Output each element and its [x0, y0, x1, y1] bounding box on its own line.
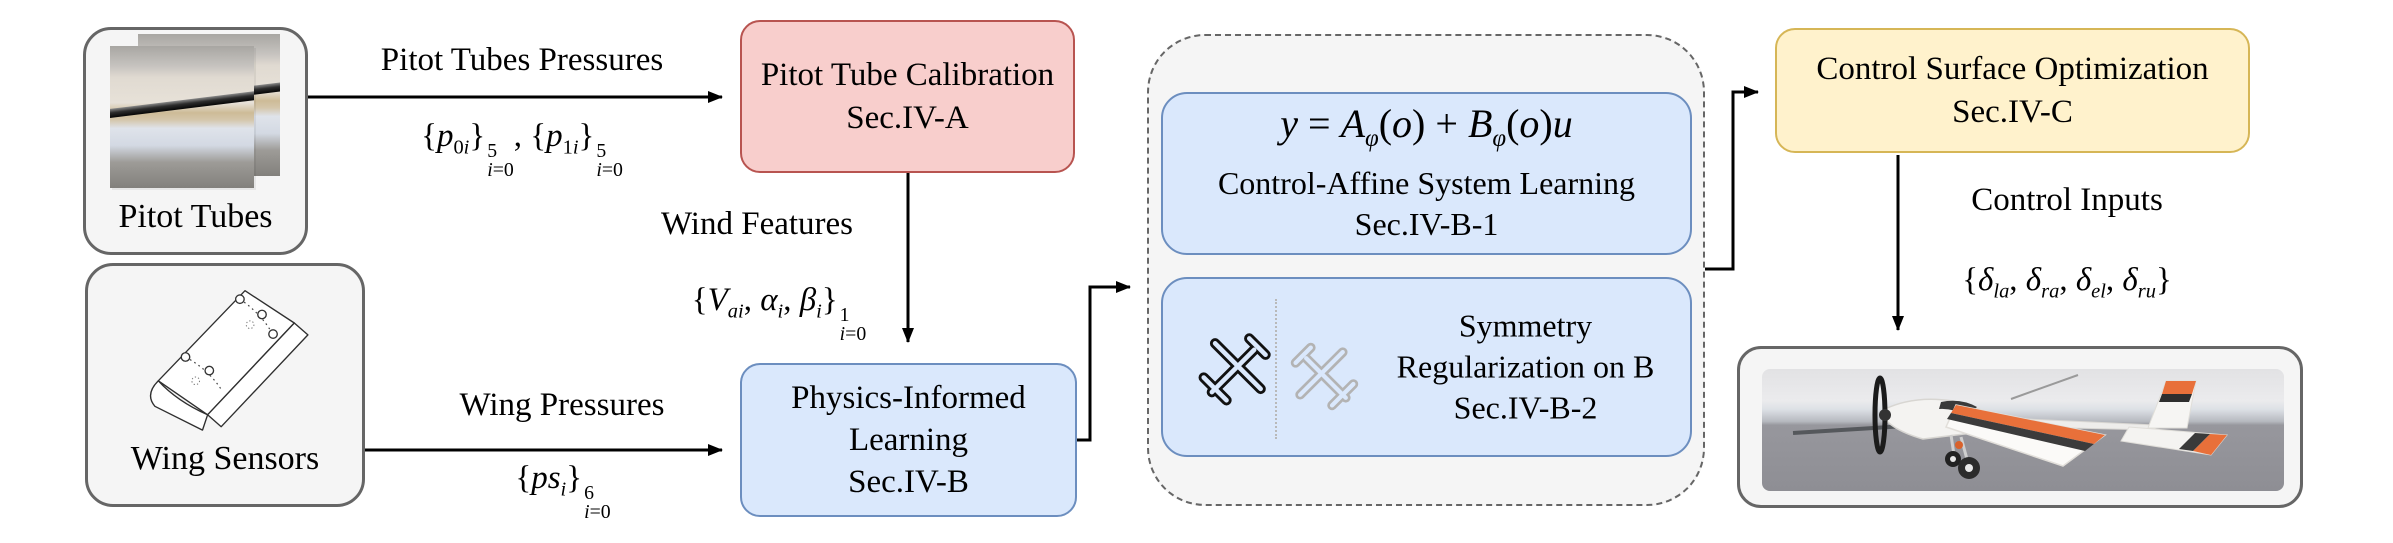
- control-opt-section: Sec.IV-C: [1952, 93, 2073, 130]
- control-affine-equation: y = Aφ(o) + Bφ(o)u: [1280, 101, 1573, 153]
- node-symmetry-regularization: Symmetry Regularization on B Sec.IV-B-2: [1161, 277, 1692, 457]
- airplane-outline-icon: [1198, 333, 1271, 406]
- edge-label-wind-features: Wind Features: [660, 206, 854, 242]
- symmetry-title-line1: Symmetry: [1458, 307, 1593, 344]
- wing-sensors-label: Wing Sensors: [130, 440, 320, 477]
- pitot-photo-front: [110, 46, 254, 188]
- calibration-title: Pitot Tube Calibration: [760, 57, 1055, 94]
- symmetry-title-line2: Regularization on B: [1396, 348, 1655, 385]
- mirror-axis-line: [1275, 299, 1277, 439]
- physics-title-line2: Learning: [848, 421, 969, 458]
- edge-label-wing-pressures: Wing Pressures: [459, 387, 665, 423]
- edge-label-pitot-pressures: Pitot Tubes Pressures: [380, 42, 664, 78]
- pitot-rod: [110, 89, 254, 120]
- wing-pressure-sensor-sketch: [149, 290, 309, 431]
- control-opt-title: Control Surface Optimization: [1816, 51, 2209, 88]
- node-pitot-tubes: Pitot Tubes: [83, 27, 308, 255]
- physics-title-line1: Physics-Informed: [791, 379, 1026, 416]
- node-pitot-tube-calibration: Pitot Tube Calibration Sec.IV-A: [740, 20, 1075, 173]
- control-affine-section: Sec.IV-B-1: [1354, 205, 1499, 242]
- control-affine-title: Control-Affine System Learning: [1217, 164, 1636, 201]
- pitot-tubes-label: Pitot Tubes: [118, 198, 273, 235]
- pitot-tube-photo: [86, 30, 305, 252]
- node-wing-sensors: Wing Sensors: [85, 263, 365, 507]
- node-control-affine-learning: y = Aφ(o) + Bφ(o)u Control-Affine System…: [1161, 92, 1692, 255]
- calibration-section: Sec.IV-A: [846, 99, 969, 136]
- symmetry-section: Sec.IV-B-2: [1453, 389, 1598, 426]
- node-physics-informed-learning: Physics-Informed Learning Sec.IV-B: [740, 363, 1077, 517]
- node-control-surface-optimization: Control Surface Optimization Sec.IV-C: [1775, 28, 2250, 153]
- fixed-wing-aircraft-photo: [1762, 369, 2284, 491]
- airplane-outline-mirrored-icon: [1290, 342, 1359, 411]
- physics-section: Sec.IV-B: [848, 464, 969, 501]
- edge-label-control-inputs: Control Inputs: [1971, 182, 2163, 218]
- aircraft-illustration: [1792, 374, 2228, 479]
- node-aircraft: [1737, 346, 2303, 508]
- edge-math-control-inputs: {δla, δra, δel, δru}: [1962, 262, 2172, 303]
- arrow-group-to-control: [1704, 86, 1759, 271]
- arrow-physics-to-group: [1077, 281, 1131, 442]
